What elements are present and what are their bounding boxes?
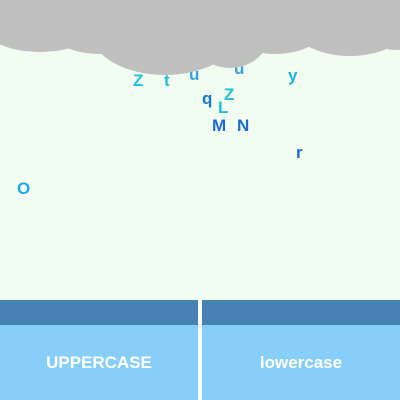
uppercase-bin-lid — [0, 300, 198, 325]
play-area: Z t u u y q Z L M N r O — [0, 0, 400, 198]
falling-letter[interactable]: q — [202, 89, 213, 108]
falling-letter[interactable]: O — [17, 179, 31, 198]
bin-divider — [198, 300, 202, 400]
lowercase-bin-lid — [202, 300, 400, 325]
cloud — [0, 0, 400, 75]
falling-letter[interactable]: M — [212, 116, 227, 135]
falling-letter[interactable]: N — [237, 116, 250, 135]
falling-letter[interactable]: r — [296, 143, 303, 162]
falling-letter[interactable]: L — [218, 98, 229, 117]
falling-letter[interactable]: u — [234, 59, 245, 78]
falling-letter[interactable]: Z — [133, 71, 144, 90]
falling-letter[interactable]: t — [164, 71, 170, 90]
uppercase-bin-label: UPPERCASE — [46, 352, 152, 372]
falling-letter[interactable]: Z — [224, 85, 235, 104]
falling-letter[interactable]: y — [288, 66, 298, 85]
falling-letter[interactable]: u — [189, 65, 200, 84]
lowercase-bin[interactable]: lowercase — [202, 300, 400, 400]
uppercase-bin[interactable]: UPPERCASE — [0, 300, 198, 400]
lowercase-bin-label: lowercase — [259, 352, 343, 372]
